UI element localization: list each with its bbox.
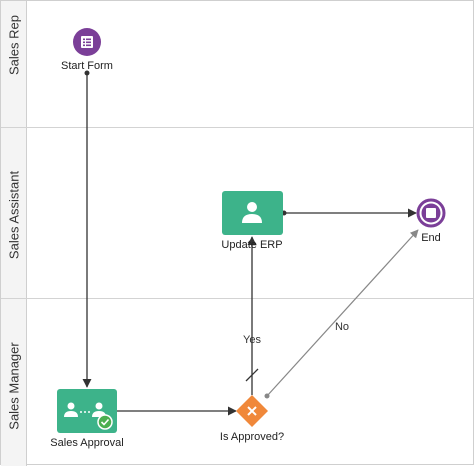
connector-no-to-end[interactable] [264,229,419,399]
check-badge-icon [97,414,113,430]
start-form-label: Start Form [61,60,113,72]
yes-edge-label: Yes [243,334,261,346]
connector-yes-to-update-erp[interactable] [245,236,259,395]
connector-start-to-approval[interactable] [82,70,92,388]
no-edge-label: No [334,321,350,333]
lane-header-sales-assistant [1,128,27,299]
sales-approval-task[interactable] [57,389,117,433]
stop-icon [426,208,436,218]
lane-header-sales-manager [1,299,27,466]
connector-update-erp-to-end[interactable] [281,208,417,218]
update-erp-label: Update ERP [221,239,283,251]
lane-header-sales-rep [1,1,27,128]
end-event[interactable] [416,198,446,228]
form-icon [81,36,93,48]
exclusive-gateway-icon [247,406,257,416]
lane-divider [1,298,473,299]
end-label: End [421,232,441,244]
sales-approval-label: Sales Approval [50,437,124,449]
is-approved-gateway[interactable] [236,395,268,427]
is-approved-label: Is Approved? [219,431,285,443]
update-erp-task[interactable] [222,191,283,235]
start-form-node[interactable] [73,28,101,56]
lane-divider [1,127,473,128]
user-icon [242,202,262,223]
